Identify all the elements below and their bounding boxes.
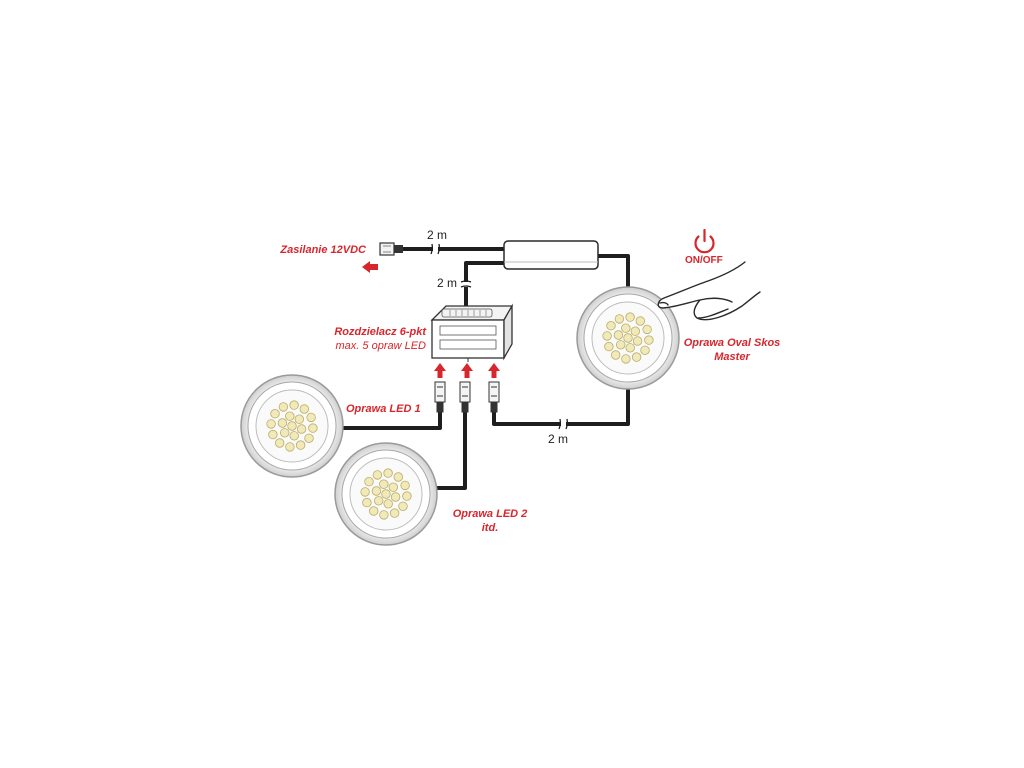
led-dot xyxy=(374,496,384,506)
label-onoff: ON/OFF xyxy=(685,255,723,266)
splitter-box xyxy=(430,303,514,362)
led-dot xyxy=(602,331,612,341)
led-dot xyxy=(614,314,625,324)
cable-driver-to-master xyxy=(598,254,630,290)
break-mark-bottom xyxy=(558,418,568,430)
led-dot xyxy=(299,404,310,414)
led-dot xyxy=(631,352,642,362)
led-dot xyxy=(398,501,408,512)
led-dot xyxy=(294,414,305,424)
arrow-left-icon xyxy=(362,261,378,273)
led-dot xyxy=(625,312,635,322)
led-dot xyxy=(372,470,383,480)
led-dot xyxy=(390,492,401,502)
led-dot xyxy=(611,350,621,360)
led-dot xyxy=(613,330,624,340)
led-dot xyxy=(400,480,410,491)
label-lamp-master-line1: Oprawa Oval Skos xyxy=(683,337,781,349)
break-mark-top xyxy=(430,243,440,255)
led-dot xyxy=(285,411,295,421)
label-splitter-subtitle: max. 5 opraw LED xyxy=(335,340,426,352)
led-dot xyxy=(640,345,650,356)
power-connector-icon xyxy=(379,242,403,256)
led-dot xyxy=(616,340,626,350)
led-dot xyxy=(621,354,631,364)
cable-lamp2 xyxy=(432,412,467,490)
led-dot xyxy=(381,489,391,499)
led-dot xyxy=(289,400,299,410)
led-dot xyxy=(289,431,299,441)
led-dot xyxy=(287,421,297,431)
label-lamp1: Oprawa LED 1 xyxy=(346,403,421,415)
led-dot xyxy=(383,499,393,509)
led-dot xyxy=(295,440,306,450)
led-dot xyxy=(360,487,370,497)
led-lamp-1 xyxy=(240,374,344,478)
led-dot xyxy=(379,479,389,489)
led-dot xyxy=(285,442,295,452)
plug-connectors xyxy=(434,381,500,413)
label-splitter-title: Rozdzielacz 6-pkt xyxy=(334,326,426,338)
led-dot xyxy=(604,341,614,352)
led-dot xyxy=(644,335,654,345)
led-lamp-master xyxy=(576,286,680,390)
cable-length-splitter: 2 m xyxy=(437,276,458,290)
led-dot xyxy=(268,429,278,440)
break-mark-splitter xyxy=(460,280,472,288)
led-dot xyxy=(369,506,379,516)
led-dot xyxy=(266,419,276,429)
led-dot xyxy=(308,423,318,433)
led-dot xyxy=(275,438,285,448)
led-dot xyxy=(306,412,316,423)
cable-driver-to-splitter xyxy=(464,261,508,308)
led-dot xyxy=(277,418,288,428)
led-dot xyxy=(393,472,404,482)
cables xyxy=(342,247,630,490)
label-power-supply: Zasilanie 12VDC xyxy=(280,244,366,256)
led-dot xyxy=(632,336,643,346)
led-dot xyxy=(642,324,652,335)
label-lamp2-line1: Oprawa LED 2 xyxy=(452,508,528,520)
led-dot xyxy=(278,402,289,412)
connector-icon xyxy=(434,381,446,413)
driver-box xyxy=(503,240,599,270)
led-dot xyxy=(606,321,616,331)
cable-length-top: 2 m xyxy=(427,228,448,242)
led-dot xyxy=(270,409,280,419)
led-dot xyxy=(379,510,389,520)
led-lamp-2 xyxy=(334,442,438,546)
label-lamp2-line2: itd. xyxy=(481,522,499,534)
led-dot xyxy=(621,323,631,333)
led-dot xyxy=(389,508,400,518)
arrow-up-icon xyxy=(434,363,446,378)
hand-icon xyxy=(657,261,761,321)
led-dot xyxy=(362,497,372,508)
arrow-up-icon xyxy=(461,363,473,378)
arrow-up-icons xyxy=(434,363,500,378)
connector-icon xyxy=(459,381,471,413)
label-lamp-master-line2: Master xyxy=(714,351,750,363)
led-dot xyxy=(388,482,399,492)
cable-length-bottom: 2 m xyxy=(548,432,569,446)
cable-break-marks xyxy=(430,243,568,430)
led-dot xyxy=(304,433,314,444)
led-dot xyxy=(630,326,641,336)
led-dot xyxy=(371,486,382,496)
led-dot xyxy=(625,343,635,353)
cable-master-to-splitter xyxy=(492,388,630,426)
cable-lamp1 xyxy=(342,412,442,430)
led-dot xyxy=(383,468,393,478)
led-dot xyxy=(364,477,374,487)
led-dot xyxy=(635,316,646,326)
arrow-up-icon xyxy=(488,363,500,378)
led-dot xyxy=(402,491,412,501)
led-dot xyxy=(280,428,290,438)
power-icon xyxy=(694,228,715,254)
connector-icon xyxy=(488,381,500,413)
led-dot xyxy=(296,424,307,434)
led-dot xyxy=(623,333,633,343)
